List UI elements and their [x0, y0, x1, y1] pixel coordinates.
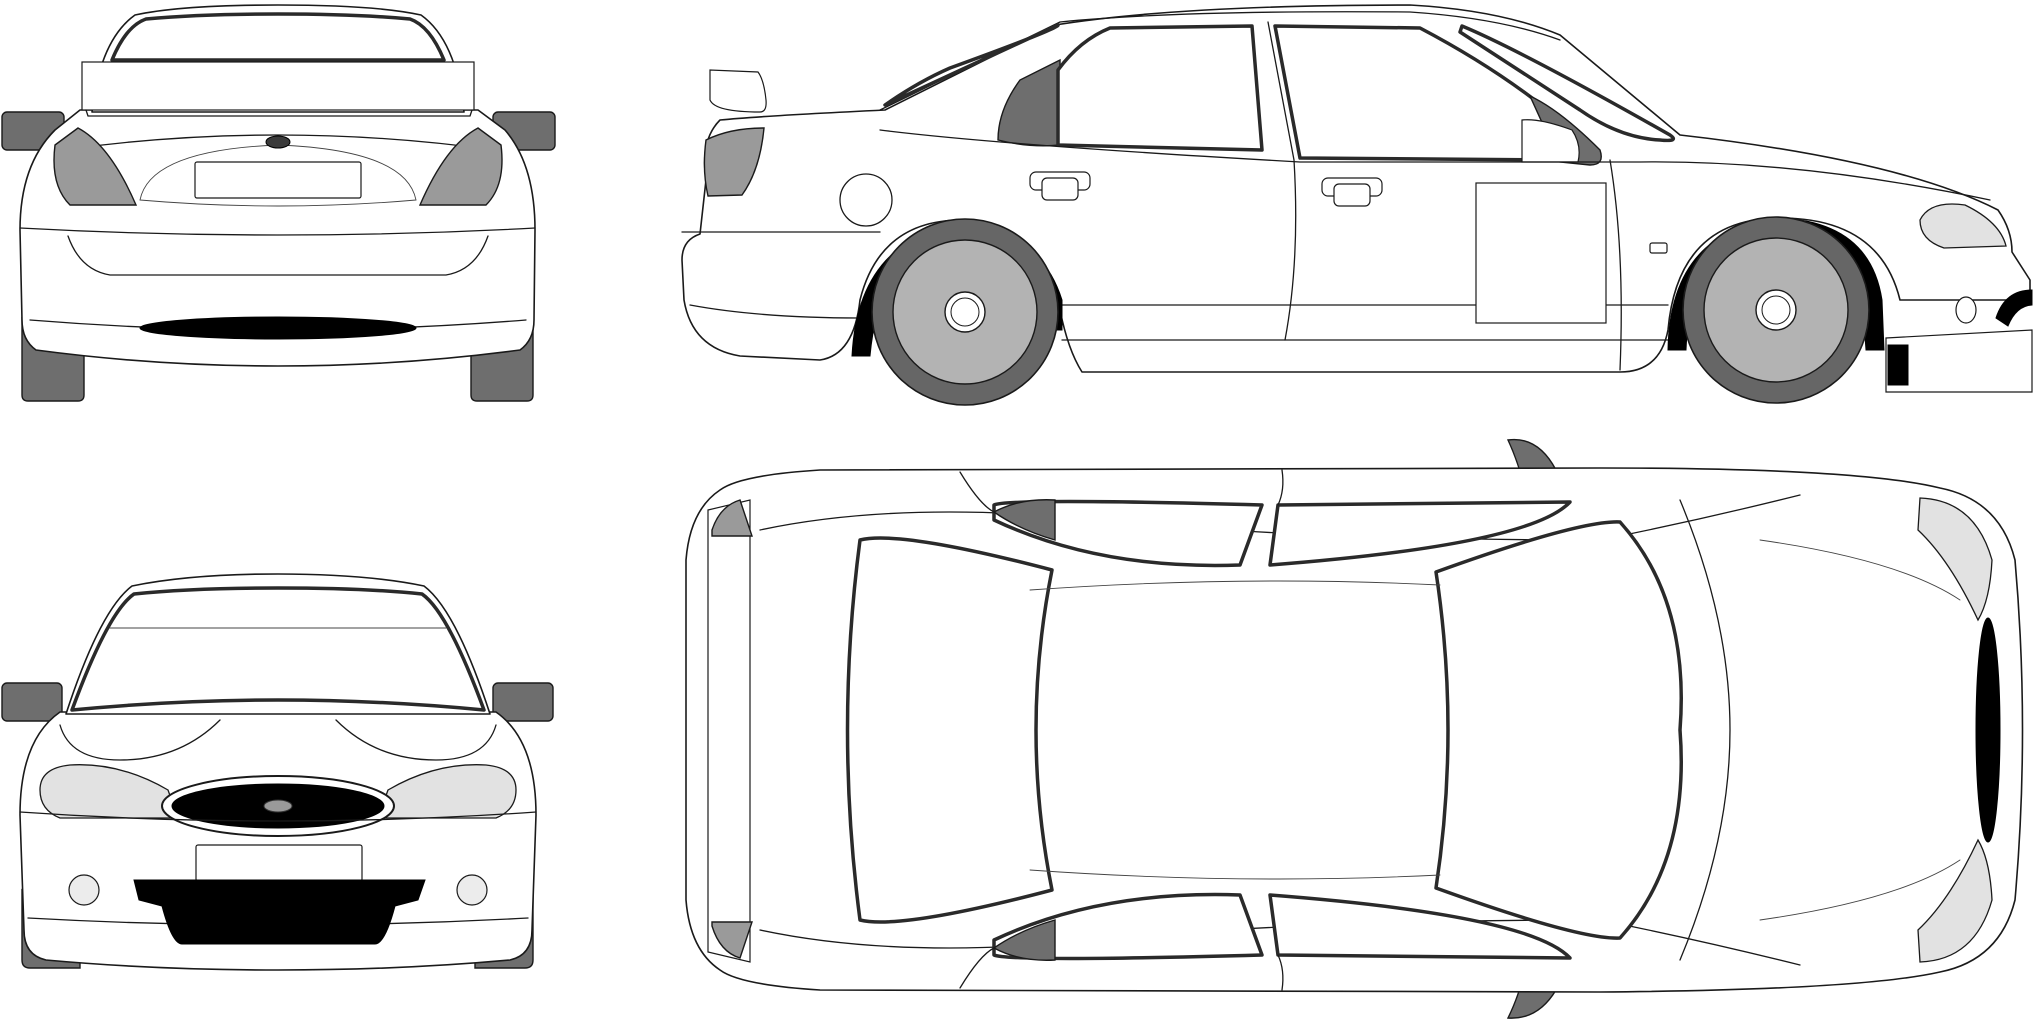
front-badge — [263, 799, 293, 813]
top-left-roof-rail — [959, 471, 995, 513]
top-hood-line-2 — [1759, 859, 1961, 921]
side-view — [681, 4, 2033, 406]
side-front-wheel — [1682, 216, 1870, 404]
front-license-plate — [195, 844, 363, 882]
side-foglight — [1955, 296, 1977, 324]
side-rear-door-window — [1056, 24, 1264, 152]
rear-right-taillight — [418, 127, 503, 206]
top-front-grille — [1975, 617, 2001, 843]
rear-bumper-curve — [67, 235, 489, 276]
front-left-mirror — [1, 682, 63, 722]
front-view — [1, 573, 554, 971]
top-rear-wing-end-right — [711, 921, 753, 959]
top-right-roof-rail — [959, 947, 995, 989]
front-left-headlight — [39, 764, 179, 819]
top-left-b-pillar — [1277, 469, 1284, 506]
top-right-front-window — [1268, 893, 1572, 960]
windshield — [70, 586, 486, 712]
front-right-headlight — [377, 764, 517, 819]
top-rear-window — [845, 536, 1054, 924]
rear-window — [110, 12, 446, 62]
top-hood-line-1 — [1759, 539, 1961, 601]
front-right-mirror — [492, 682, 554, 722]
rear-bumper-top — [19, 227, 536, 236]
side-front-splitter — [1885, 329, 2033, 393]
side-mirror — [1521, 119, 1580, 163]
side-door-number-panel — [1475, 182, 1607, 324]
rear-license-plate — [194, 161, 362, 199]
top-roof-edge-left — [1029, 580, 1441, 591]
front-right-foglight — [456, 874, 488, 906]
top-hood-edge — [1679, 499, 1731, 961]
rear-diffuser — [139, 316, 417, 340]
rear-trunk-line — [61, 134, 495, 151]
side-indicator — [1649, 242, 1668, 254]
side-rear-wheel — [871, 218, 1059, 406]
front-left-foglight — [68, 874, 100, 906]
side-a-pillar-glass — [1458, 24, 1676, 143]
top-right-rear-quarter — [992, 919, 1056, 961]
side-tail-light — [703, 127, 765, 197]
rear-view — [1, 4, 556, 402]
front-bumper-top — [19, 811, 537, 822]
side-rear-bumper-lower — [689, 304, 861, 319]
side-rear-wing — [709, 69, 767, 113]
rear-trunk-panel — [139, 144, 417, 207]
top-windscreen — [1434, 520, 1683, 940]
side-front-vent — [1995, 289, 2033, 327]
top-right-b-pillar — [1277, 954, 1284, 991]
side-rear-quarter-glass — [883, 23, 1060, 107]
top-rear-wing-end-left — [711, 499, 753, 537]
side-c-pillar — [997, 58, 1061, 147]
side-roof-line — [879, 11, 1561, 111]
rear-left-taillight — [53, 127, 138, 206]
top-left-front-window — [1268, 500, 1572, 567]
rear-spoiler — [81, 61, 475, 111]
side-splitter-end — [1887, 344, 1909, 386]
front-lower-intake — [133, 879, 426, 945]
side-front-door-line — [1609, 159, 1622, 371]
rear-spoiler-lip — [85, 109, 473, 117]
top-right-headlight — [1917, 838, 1993, 963]
hood-line-right — [335, 719, 497, 761]
side-headlight — [1919, 203, 2007, 249]
side-rear-door-line — [1267, 21, 1297, 341]
top-roof-edge-right — [1029, 869, 1441, 880]
side-front-door-handle-grip — [1333, 183, 1371, 207]
top-rear-wing — [707, 499, 751, 963]
rear-badge — [265, 135, 291, 149]
side-belt-line — [879, 129, 1991, 201]
top-left-headlight — [1917, 497, 1993, 622]
side-rear-door-handle-grip — [1041, 177, 1079, 201]
top-left-rear-quarter — [992, 499, 1056, 541]
side-fuel-cap — [839, 173, 893, 227]
top-view — [685, 438, 2024, 1019]
hood-line-left — [59, 719, 221, 761]
